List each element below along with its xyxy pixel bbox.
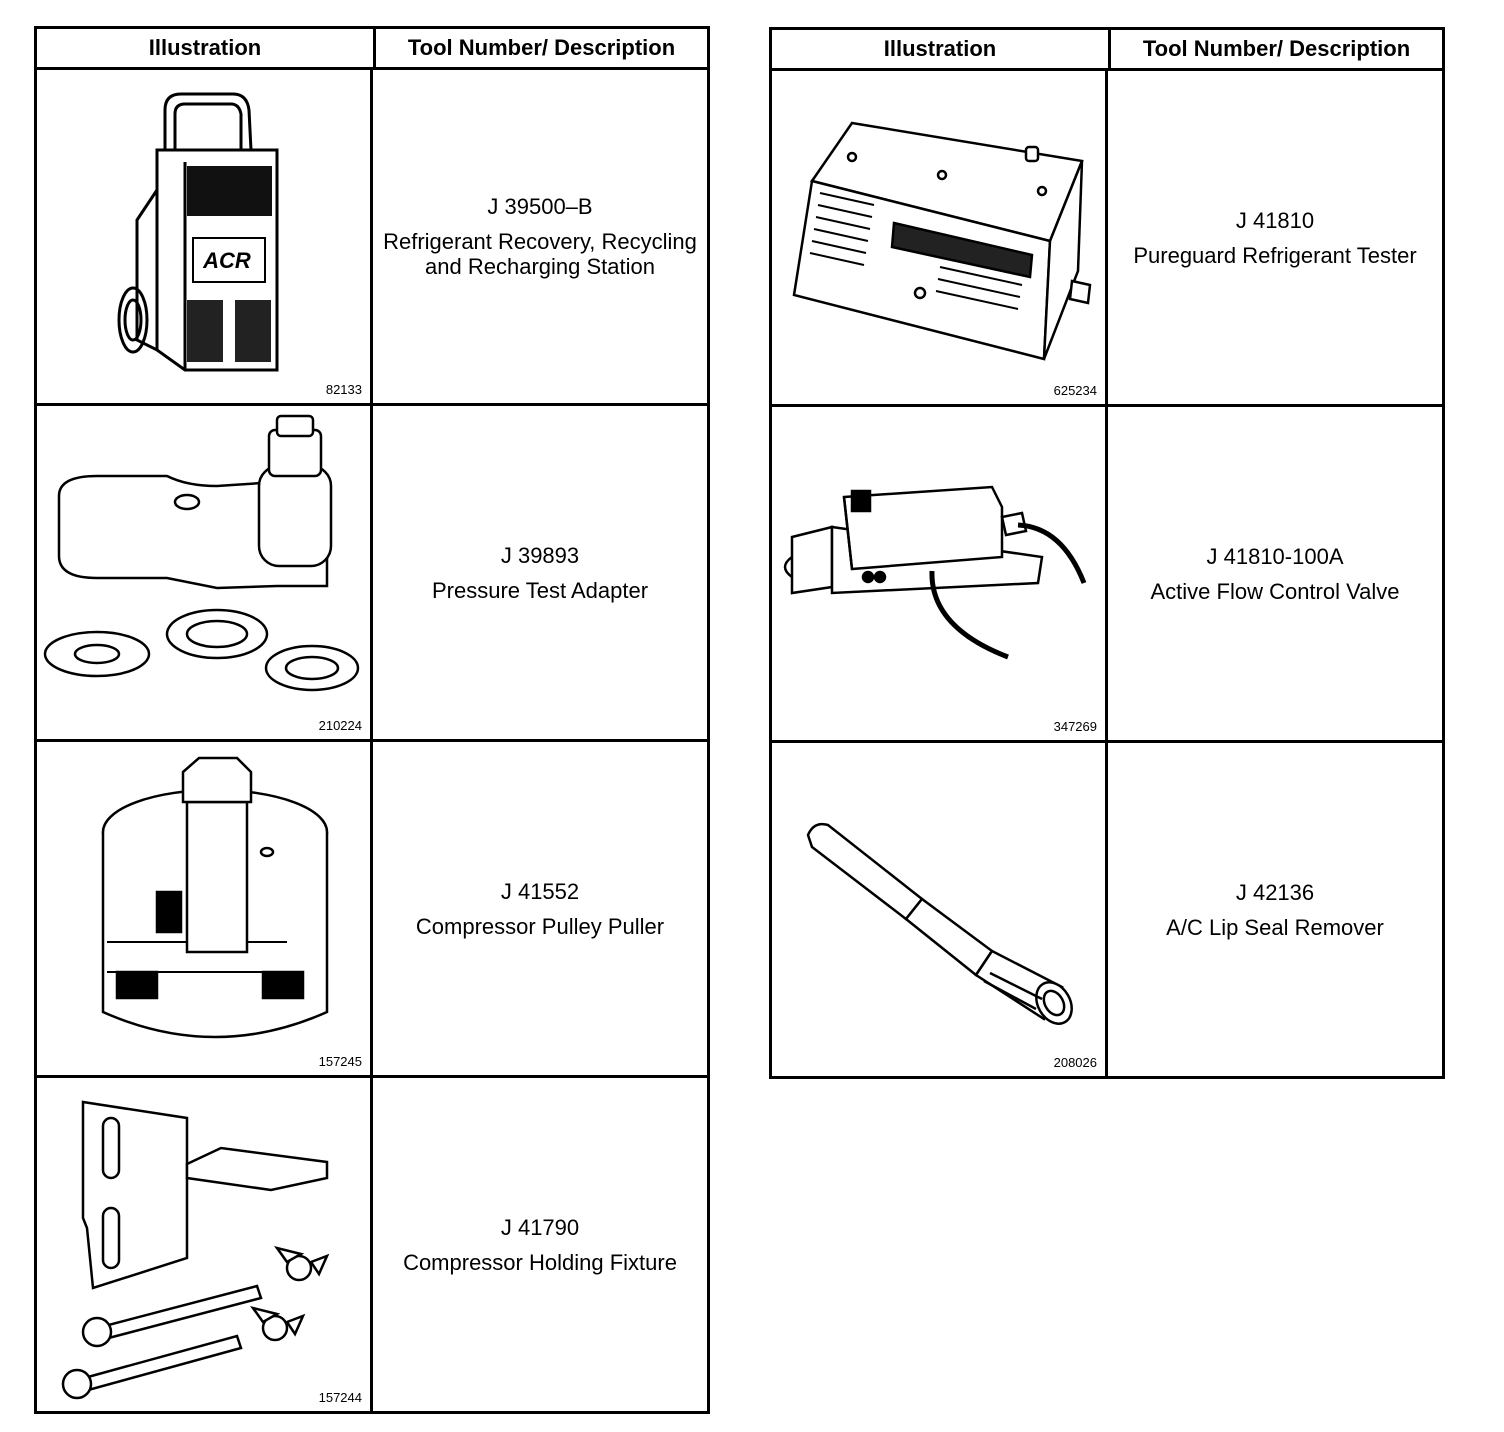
illustration-cell: 347269 [772,407,1108,740]
tool-number: J 42136 [1235,879,1315,905]
tool-description: Pureguard Refrigerant Tester [1133,242,1417,268]
description-cell: J 39893 Pressure Test Adapter [373,406,707,739]
header-illustration: Illustration [772,30,1111,68]
illustration-cell: 157244 [37,1078,373,1411]
description-cell: J 41552 Compressor Pulley Puller [373,742,707,1075]
illustration-cell: 210224 [37,406,373,739]
illustration-cell: 625234 [772,71,1108,404]
tool-number: J 39893 [500,542,580,568]
tools-table-left: Illustration Tool Number/ Description [34,26,710,1414]
table-header: Illustration Tool Number/ Description [37,29,707,70]
pressure-test-adapter-illustration [43,414,360,692]
illustration-cell: 208026 [772,743,1108,1076]
description-cell: J 41790 Compressor Holding Fixture [373,1078,707,1411]
flow-control-valve-illustration [783,485,1087,660]
recovery-station-logo: ACR [202,248,251,273]
lip-seal-remover-illustration [806,822,1073,1025]
table-row: ACR 82133 J 39500–B Refrigerant Recovery… [37,70,707,406]
tool-description: Pressure Test Adapter [431,577,649,603]
figure-number: 347269 [1053,719,1097,734]
table-row: 210224 J 39893 Pressure Test Adapter [37,406,707,742]
header-description: Tool Number/ Description [407,35,676,60]
description-cell: J 39500–B Refrigerant Recovery, Recyclin… [373,70,707,403]
tools-table-right: Illustration Tool Number/ Description [769,27,1445,1079]
refrigerant-tester-illustration [792,121,1092,361]
tool-description: Compressor Holding Fixture [403,1249,677,1275]
table-row: 157245 J 41552 Compressor Pulley Puller [37,742,707,1078]
tool-description: A/C Lip Seal Remover [1166,914,1384,940]
recovery-station-illustration: ACR [117,92,279,372]
figure-number: 210224 [318,718,362,733]
table-row: 625234 J 41810 Pureguard Refrigerant Tes… [772,71,1442,407]
table-header: Illustration Tool Number/ Description [772,30,1442,71]
tool-number: J 41810-100A [1206,543,1344,569]
description-cell: J 41810 Pureguard Refrigerant Tester [1108,71,1442,404]
tool-description: Compressor Pulley Puller [415,913,665,939]
holding-fixture-illustration [61,1100,330,1400]
figure-number: 625234 [1053,383,1097,398]
header-illustration: Illustration [37,29,376,67]
figure-number: 82133 [325,382,362,397]
table-row: 208026 J 42136 A/C Lip Seal Remover [772,743,1442,1076]
table-row: 157244 J 41790 Compressor Holding Fixtur… [37,1078,707,1411]
illustration-cell: ACR 82133 [37,70,373,403]
pulley-puller-illustration [101,756,329,1039]
table-row: 347269 J 41810-100A Active Flow Control … [772,407,1442,743]
header-description: Tool Number/ Description [1142,36,1411,61]
tool-description: Active Flow Control Valve [1150,578,1400,604]
tool-description: Refrigerant Recovery, Recycling and Rech… [383,229,697,279]
tool-number: J 41552 [500,878,580,904]
illustration-cell: 157245 [37,742,373,1075]
description-cell: J 41810-100A Active Flow Control Valve [1108,407,1442,740]
figure-number: 157245 [318,1054,362,1069]
tool-number: J 39500–B [487,194,593,219]
figure-number: 157244 [318,1390,362,1405]
tool-number: J 41810 [1235,207,1315,233]
tool-number: J 41790 [500,1214,580,1240]
figure-number: 208026 [1053,1055,1097,1070]
description-cell: J 42136 A/C Lip Seal Remover [1108,743,1442,1076]
